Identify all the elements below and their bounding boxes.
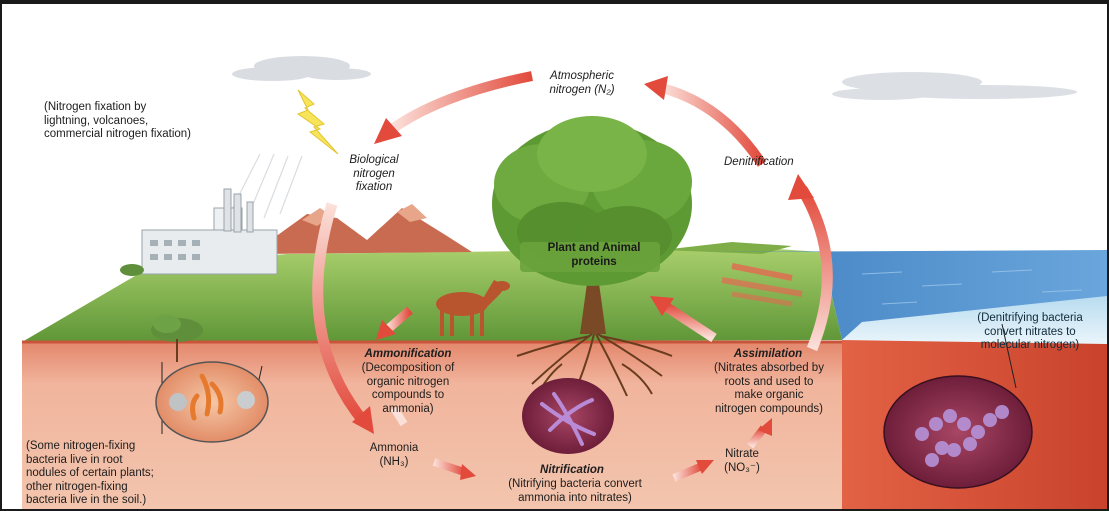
label-denitrifying-note: (Denitrifying bacteria convert nitrates … xyxy=(950,312,1109,353)
label-assimilation-desc: (Nitrates absorbed by roots and used to … xyxy=(684,362,854,416)
label-biological-fixation: Biological nitrogen fixation xyxy=(324,154,424,195)
label-nodule-note: (Some nitrogen-fixing bacteria live in r… xyxy=(26,440,276,508)
root-nodule-magnified xyxy=(156,362,268,442)
label-assimilation-title: Assimilation xyxy=(688,348,848,362)
label-nitrification-desc: (Nitrifying bacteria convert ammonia int… xyxy=(450,478,700,505)
label-nitrogen-fixation-note: (Nitrogen fixation by lightning, volcano… xyxy=(44,101,284,142)
cloud-right xyxy=(832,72,1077,100)
label-ammonification-desc: (Decomposition of organic nitrogen compo… xyxy=(338,362,478,416)
nitrifying-bacteria-disc xyxy=(522,378,614,454)
label-nitrification-title: Nitrification xyxy=(472,464,672,478)
arrow-atmosphere-to-fixation xyxy=(374,76,532,144)
label-plant-animal-proteins: Plant and Animal proteins xyxy=(524,242,664,269)
factory-icon xyxy=(120,189,277,276)
lightning-icon xyxy=(298,90,338,154)
label-ammonia: Ammonia (NH₃) xyxy=(354,442,434,469)
label-ammonification-title: Ammonification xyxy=(338,348,478,362)
label-nitrate: Nitrate (NO₃⁻) xyxy=(702,448,782,475)
label-atmospheric-nitrogen: Atmospheric nitrogen (N₂) xyxy=(522,70,642,97)
cloud-left xyxy=(232,56,371,81)
label-denitrification: Denitrification xyxy=(724,156,854,170)
volcano-mountains xyxy=(257,204,472,254)
